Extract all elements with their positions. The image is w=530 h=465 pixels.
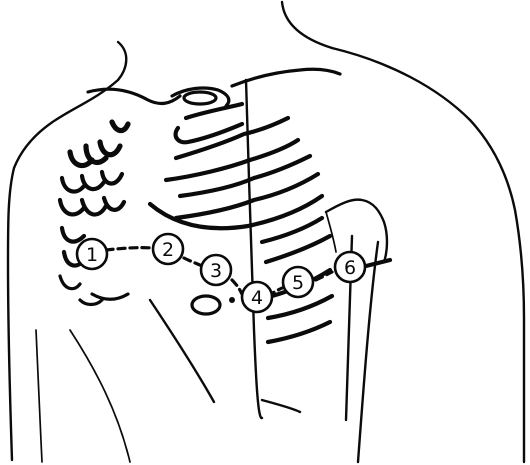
electrode-v6: 6 [335, 252, 365, 282]
guide-v1-v2 [106, 248, 152, 250]
right-costal-margin [262, 400, 300, 412]
guide-v3-v4 [232, 280, 242, 294]
left-shoulder-outline [8, 116, 62, 460]
guide-dot [229, 297, 235, 303]
xiphoid [192, 296, 220, 314]
electrode-label: 3 [210, 260, 222, 282]
electrode-label: 4 [251, 287, 263, 309]
guide-v6-tail [366, 260, 390, 266]
guide-v2-v3 [184, 258, 202, 266]
right-axilla-inner [326, 212, 336, 252]
left-trapezius-outline [62, 80, 118, 116]
electrode-v3: 3 [201, 255, 231, 285]
electrode-label: 6 [344, 257, 356, 279]
electrode-v5: 5 [283, 267, 313, 297]
neck-right-outline [282, 2, 332, 48]
left-chest-lower-line [70, 330, 130, 462]
electrode-label: 1 [86, 244, 98, 266]
electrode-label: 5 [292, 272, 304, 294]
body-outline [8, 2, 524, 462]
electrode-v2: 2 [153, 234, 183, 264]
ribs-right [150, 104, 332, 342]
electrode-v1: 1 [77, 239, 107, 269]
electrode-label: 2 [162, 239, 174, 261]
right-clavicle [232, 69, 340, 86]
neck-left-outline [118, 42, 126, 80]
left-inner-arm-line [36, 330, 42, 462]
jugular-notch [184, 92, 216, 104]
ribs-left [60, 122, 128, 305]
electrode-v4: 4 [242, 282, 272, 312]
